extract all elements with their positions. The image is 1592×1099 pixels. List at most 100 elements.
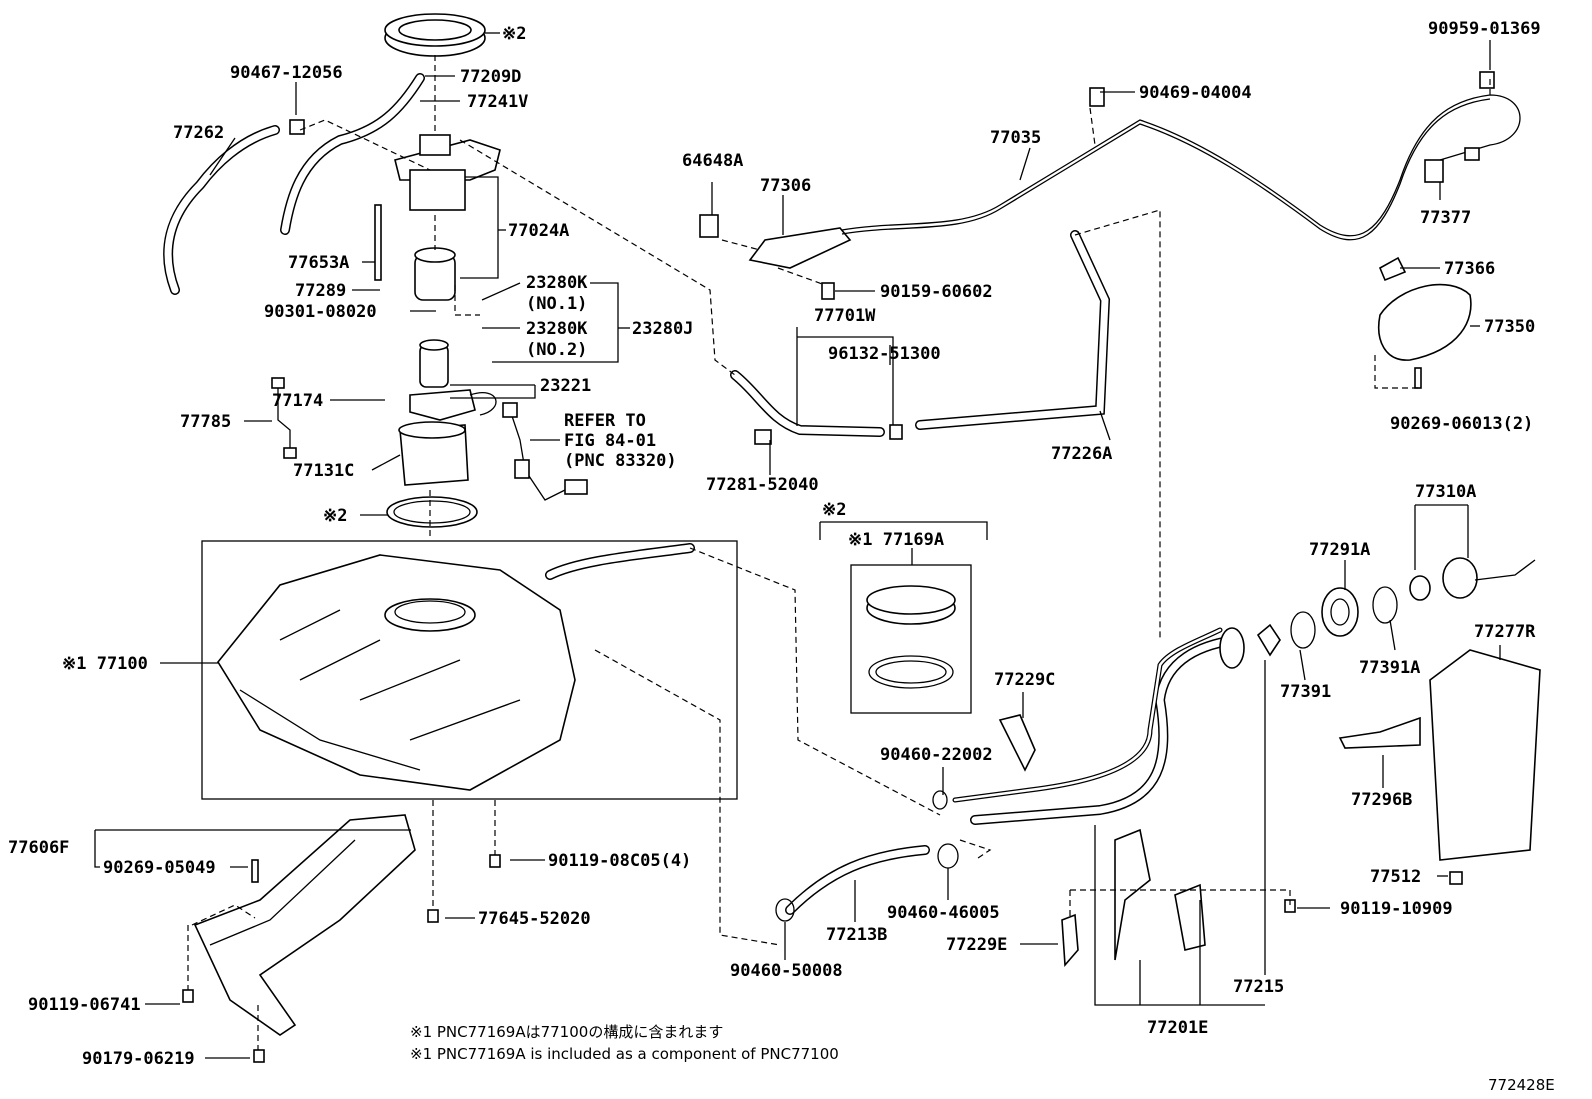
label-refer-line3: (PNC 83320): [564, 451, 677, 471]
label-77366: 77366: [1444, 259, 1495, 279]
bracket-77296B-drawing: [1338, 716, 1421, 749]
label-23280K-no2: 23280K: [526, 319, 588, 339]
label-96132-51300: 96132-51300: [828, 344, 941, 364]
clip-90467-drawing: [289, 119, 305, 135]
label-77291A: 77291A: [1309, 540, 1370, 560]
lid-opener-77377-drawing: [1424, 147, 1480, 183]
cable-77035-drawing: [841, 94, 1521, 241]
pump-motor-drawing: [419, 339, 449, 388]
label-77653A: 77653A: [288, 253, 349, 273]
label-23280K-no2-note: (NO.2): [526, 340, 587, 360]
label-90119-06741: 90119-06741: [28, 995, 141, 1015]
label-77229C: 77229C: [994, 670, 1055, 690]
pump-connector-harness-drawing: [502, 402, 588, 501]
label-refer-line2: FIG 84-01: [564, 431, 656, 451]
bracket-77229E-drawing: [1061, 913, 1079, 967]
label-90460-22002: 90460-22002: [880, 745, 993, 765]
label-77169A: ※1 77169A: [848, 530, 944, 550]
label-77391: 77391: [1280, 682, 1331, 702]
fuel-tank-77100-drawing: [217, 554, 576, 791]
assembly-dashed-lines: [187, 55, 1491, 1050]
label-77229E: 77229E: [946, 935, 1007, 955]
label-23221: 23221: [540, 376, 591, 396]
label-kome2-ring: ※2: [323, 506, 347, 526]
label-77226A: 77226A: [1051, 444, 1112, 464]
label-90179-06219: 90179-06219: [82, 1049, 195, 1069]
fuel-lid-77350-drawing: [1378, 283, 1472, 361]
label-77645-52020: 77645-52020: [478, 909, 591, 929]
oring-77391-drawing: [1290, 611, 1316, 649]
figure-id: 772428E: [1488, 1076, 1555, 1094]
label-90119-08C05: 90119-08C05(4): [548, 851, 691, 871]
vent-hose-77262-drawing: [163, 125, 280, 295]
label-90269-06013: 90269-06013(2): [1390, 414, 1533, 434]
label-77035: 77035: [990, 128, 1041, 148]
label-77131C: 77131C: [293, 461, 354, 481]
label-90269-05049: 90269-05049: [103, 858, 216, 878]
label-77391A: 77391A: [1359, 658, 1420, 678]
rod-77653A-drawing: [374, 204, 382, 281]
hose-77209D-drawing: [280, 73, 425, 235]
label-77306: 77306: [760, 176, 811, 196]
label-90119-10909: 90119-10909: [1340, 899, 1453, 919]
label-77701W: 77701W: [814, 306, 876, 326]
spring-77366-drawing: [1378, 256, 1407, 282]
tank-filler-hose-drawing: [545, 543, 695, 580]
label-kome2-top: ※2: [502, 24, 526, 44]
gasket-77291A-drawing: [1321, 587, 1359, 637]
label-90467-12056: 90467-12056: [230, 63, 343, 83]
label-77213B: 77213B: [826, 925, 887, 945]
protector-77277R-drawing: [1429, 649, 1541, 861]
label-77281-52040: 77281-52040: [706, 475, 819, 495]
label-90959-01369: 90959-01369: [1428, 19, 1541, 39]
label-23280K-no1-note: (NO.1): [526, 294, 587, 314]
sender-gauge-drawing: [409, 389, 497, 421]
label-77289: 77289: [295, 281, 346, 301]
label-refer-line1: REFER TO: [564, 411, 646, 431]
label-90301-08020: 90301-08020: [264, 302, 377, 322]
fuel-filter-drawing: [414, 247, 456, 301]
filler-cap-77310A-drawing: [1409, 557, 1536, 601]
bracket-77229C-drawing: [998, 714, 1036, 772]
hose-clamps-drawing: [754, 424, 959, 922]
footnote-japanese: ※1 PNC77169Aは77100の構成に含まれます: [410, 1023, 723, 1041]
fuel-pump-bracket-drawing: [394, 134, 501, 211]
retainer-77215-drawing: [1256, 623, 1281, 657]
label-77310A: 77310A: [1415, 482, 1476, 502]
label-64648A: 64648A: [682, 151, 743, 171]
label-77262: 77262: [173, 123, 224, 143]
fuel-tank-retainer-ring-drawing: [384, 13, 486, 57]
label-77241V: 77241V: [467, 92, 528, 112]
filler-pipe-77201E-drawing: [952, 627, 1245, 825]
label-77201E: 77201E: [1147, 1018, 1208, 1038]
footnote-english: ※1 PNC77169A is included as a component …: [410, 1045, 839, 1063]
label-23280K-no1: 23280K: [526, 273, 588, 293]
label-77512: 77512: [1370, 867, 1421, 887]
bolts-drawing: [182, 282, 1463, 1063]
breather-hose-77701W-drawing: [730, 230, 1111, 437]
label-77277R: 77277R: [1474, 622, 1536, 642]
tank-gasket-drawing: [386, 496, 478, 528]
label-77024A: 77024A: [508, 221, 569, 241]
label-90469-04004: 90469-04004: [1139, 83, 1252, 103]
kit-77169A-drawing: [866, 585, 956, 689]
lid-lock-77306-drawing: [699, 214, 852, 269]
label-23280J: 23280J: [632, 319, 693, 339]
label-77350: 77350: [1484, 317, 1535, 337]
kit-77169A-frame: [850, 564, 972, 714]
label-77606F: 77606F: [8, 838, 69, 858]
label-90159-60602: 90159-60602: [880, 282, 993, 302]
heat-insulator-77606F-drawing: [193, 814, 416, 1036]
label-77296B: 77296B: [1351, 790, 1412, 810]
pump-reservoir-77131C-drawing: [398, 421, 469, 486]
label-77209D: 77209D: [460, 67, 521, 87]
wire-harness-77785-drawing: [271, 377, 297, 459]
filler-neck-hose-77213B-drawing: [785, 845, 930, 915]
label-90460-46005: 90460-46005: [887, 903, 1000, 923]
filler-pipe-bracket-drawing: [1114, 828, 1206, 961]
label-77174: 77174: [272, 391, 323, 411]
clamp-90469-drawing: [1089, 87, 1105, 107]
label-77100: ※1 77100: [62, 654, 148, 674]
leader-lines: [94, 32, 1501, 1059]
